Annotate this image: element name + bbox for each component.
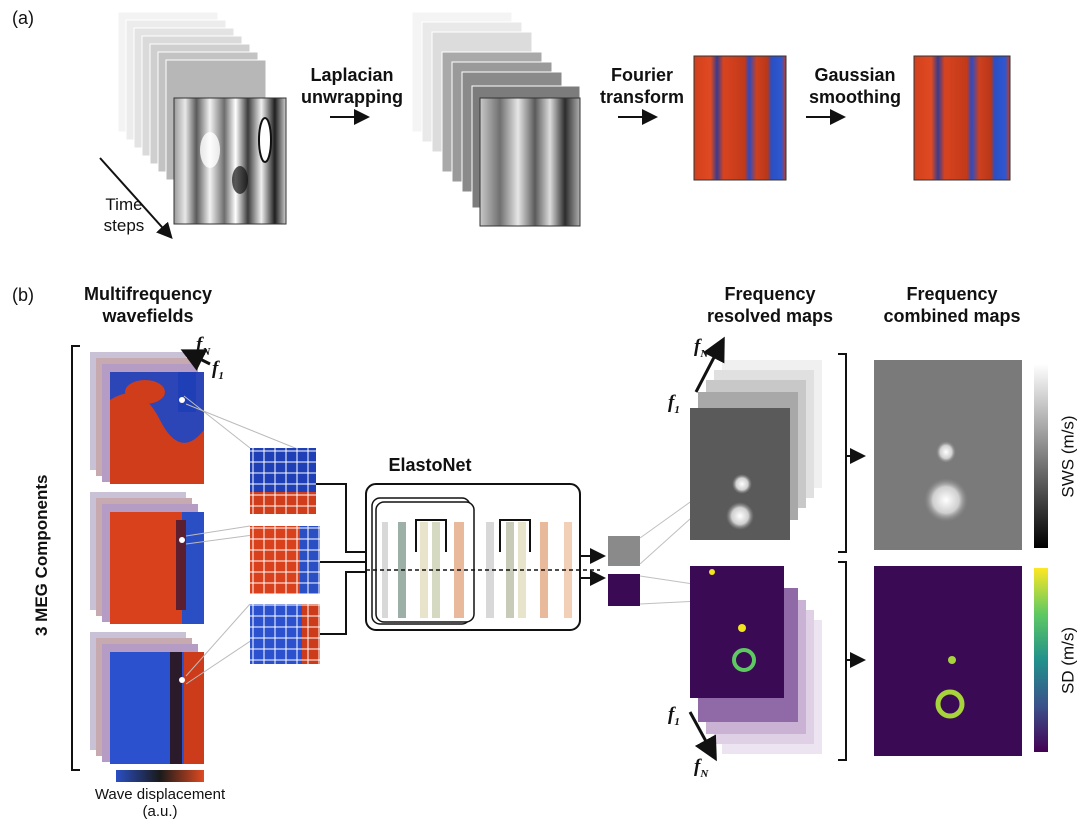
wavefield-stack-2: [90, 492, 204, 624]
freq-arrow-wavefields: [180, 349, 211, 371]
resolved-maps-title: Frequency resolved maps: [706, 284, 834, 326]
panel-b-label: (b): [12, 285, 34, 305]
zoom-lines-left: [183, 395, 307, 685]
sws-output-box: [608, 536, 640, 566]
raw-phase-stack: [117, 11, 287, 225]
sd-output-box: [608, 574, 640, 606]
sws-colorbar-label: SWS (m/s): [1058, 415, 1078, 498]
sd-colorbar: [1034, 568, 1048, 752]
wave-colorbar: [116, 770, 204, 782]
patch-3: [250, 604, 320, 664]
combined-sd-map: [874, 566, 1022, 756]
f1-label-resolved-bottom: f1: [668, 704, 680, 728]
unwrapped-stack: [411, 11, 581, 227]
wave-legend-label: Wave displacement (a.u.): [94, 786, 226, 820]
smoothed-map: [913, 55, 1011, 181]
f1-label-wavefields: f1: [212, 358, 224, 382]
step-laplacian-label: Laplacian unwrapping: [301, 65, 403, 107]
elastonet-diagram: [365, 483, 600, 631]
fN-label-resolved: fN: [694, 336, 709, 360]
components-bracket: [71, 345, 80, 771]
fN-label-resolved-bottom: fN: [694, 756, 709, 780]
sd-colorbar-label: SD (m/s): [1058, 626, 1078, 695]
wavefield-stack-1: [90, 352, 204, 484]
multifrequency-title: Multifrequency wavefields: [83, 284, 212, 326]
time-steps-arrow: [99, 157, 173, 239]
time-steps-label: Time steps: [103, 195, 145, 235]
wavefield-stack-3: [90, 632, 204, 764]
combined-maps-title: Frequency combined maps: [883, 284, 1021, 326]
f1-label-resolved-top: f1: [668, 392, 680, 416]
step-gaussian-label: Gaussian smoothing: [809, 65, 901, 107]
patch-2: [250, 526, 320, 594]
elastonet-title: ElastoNet: [388, 455, 472, 475]
sws-colorbar: [1034, 364, 1048, 548]
panel-a-label: (a): [12, 8, 34, 28]
fN-label-wavefields: fN: [196, 334, 211, 358]
step-fourier-label: Fourier transform: [599, 65, 684, 107]
resolved-sws-stack: [690, 360, 822, 540]
resolved-sd-stack: [690, 566, 822, 754]
patch-1: [250, 448, 316, 514]
components-label: 3 MEG Components: [32, 474, 51, 636]
fourier-map: [693, 55, 787, 181]
